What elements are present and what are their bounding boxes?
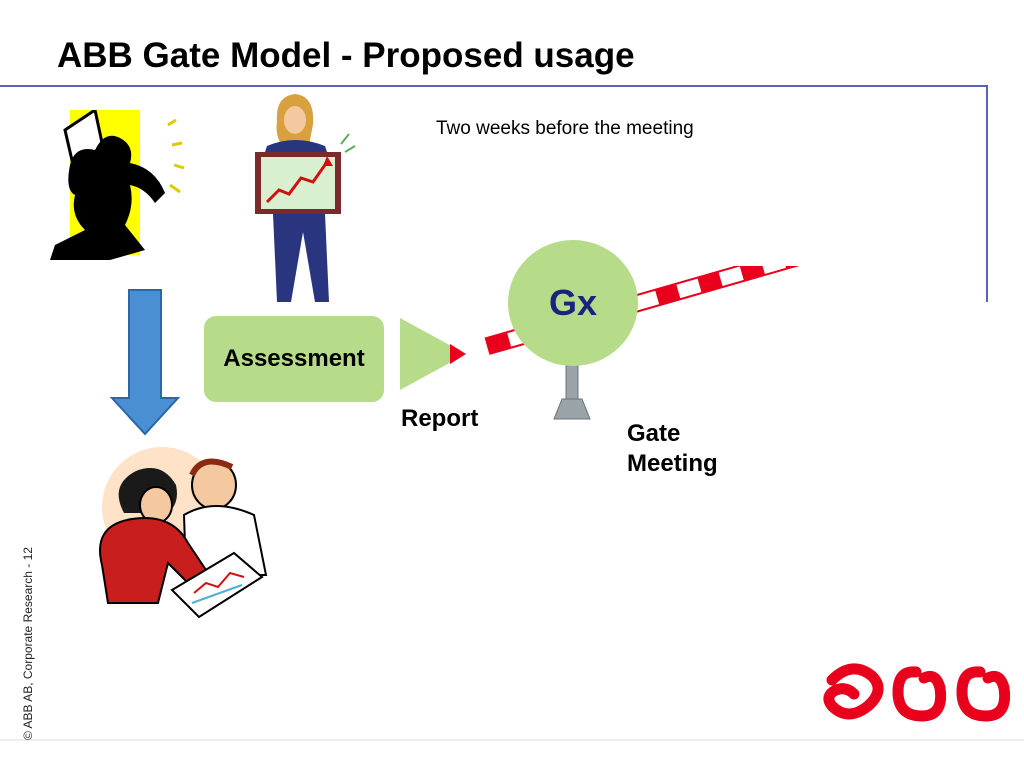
abb-logo xyxy=(823,663,1011,722)
gate-circle xyxy=(508,240,638,366)
presenter-chart-clipart xyxy=(255,94,356,302)
meeting-people-clipart xyxy=(99,447,268,619)
assessment-box: Assessment xyxy=(204,316,384,402)
report-label: Report xyxy=(401,405,479,432)
timing-note: Two weeks before the meeting xyxy=(436,118,694,139)
report-triangle xyxy=(400,318,466,390)
gate-meeting-label-line2: Meeting xyxy=(627,450,718,477)
assessment-label: Assessment xyxy=(223,345,365,372)
frustrated-person-clipart xyxy=(50,110,185,260)
gate-meeting-label: Gate Meeting xyxy=(627,419,718,479)
gate-meeting-label-line1: Gate xyxy=(627,420,681,447)
slide-title: ABB Gate Model - Proposed usage xyxy=(57,36,635,75)
gate-post xyxy=(553,355,591,420)
gate-label: Gx xyxy=(548,282,598,323)
copyright-text: © ABB AB, Corporate Research - 12 xyxy=(21,547,35,740)
down-arrow xyxy=(109,289,181,436)
